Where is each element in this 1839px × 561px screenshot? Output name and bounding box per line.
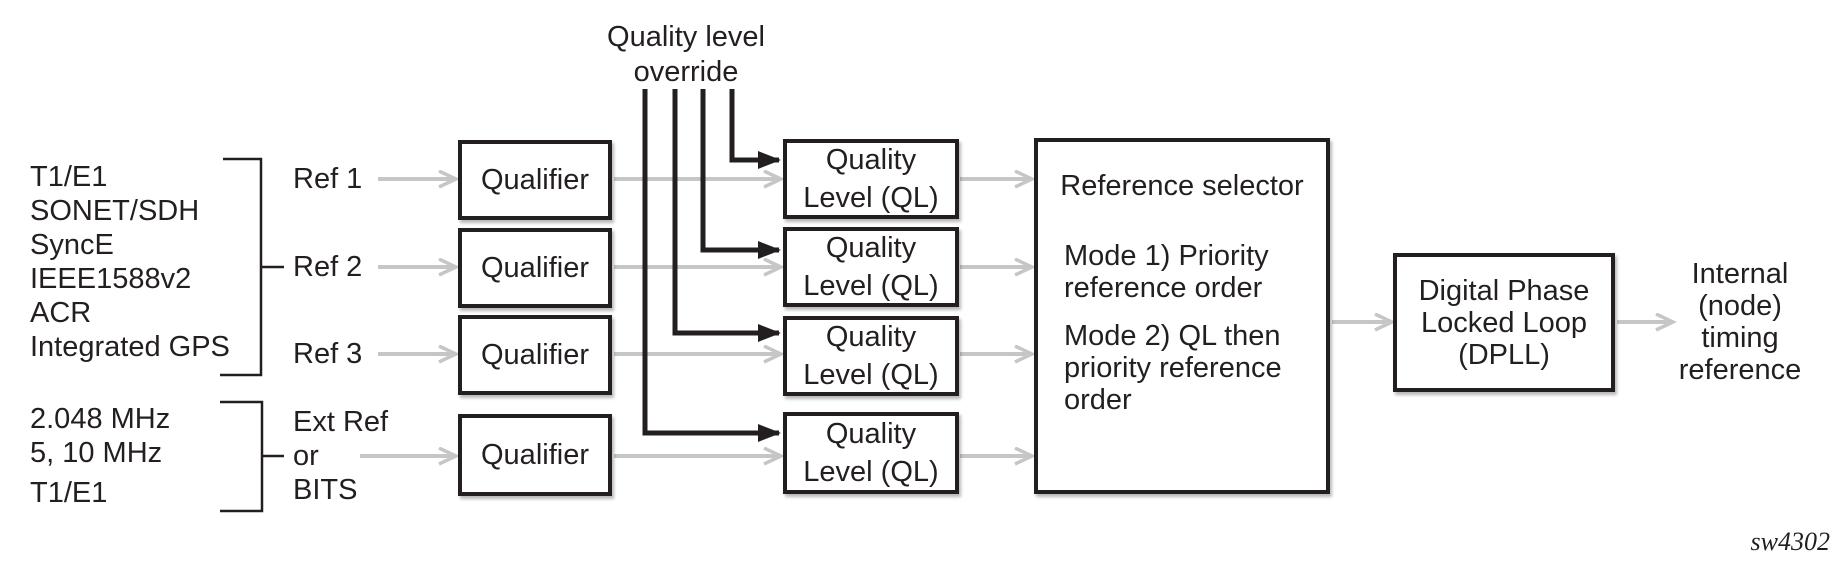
selector-title-line: Reference (1060, 170, 1195, 202)
output-label-line: Internal (1691, 258, 1789, 290)
input-sources-top-list: T1/E1 SONET/SDH SyncE IEEE1588v2 ACR Int… (30, 160, 230, 364)
ql-box-label-line: Level (QL) (803, 182, 939, 214)
quality-level4-box: Quality Level (QL) (783, 412, 959, 494)
ext-ref-label-line: Ext Ref (293, 406, 389, 438)
dpll-box-label-line: Locked Loop (1420, 306, 1588, 339)
selector-mode1-text: Mode 1) Priority reference order (1064, 240, 1269, 304)
qualifier2-box: Qualifier (458, 228, 612, 308)
ref-label-text: Ref 2 (293, 251, 363, 283)
quality-level2-box: Quality Level (QL) (783, 227, 959, 307)
gray-flow-arrows (360, 179, 1673, 456)
override-label-line: Quality level (607, 21, 765, 53)
ql-box-label-line: Quality (825, 232, 917, 264)
dpll-box-label-line: (DPLL) (1458, 338, 1550, 371)
input-source-item: IEEE1588v2 (30, 263, 192, 295)
figure-id-text: sw4302 (1750, 527, 1830, 556)
qualifier1-box: Qualifier (458, 140, 612, 220)
output-label-line: timing (1701, 322, 1779, 354)
qualifier-box-label: Qualifier (481, 338, 589, 371)
ref3-label: Ref 3 (293, 337, 362, 371)
input-source-item: SyncE (30, 229, 114, 261)
figure-id: sw4302 (1650, 528, 1830, 556)
override-arrow-to-ql1 (729, 89, 781, 169)
input-source-item: T1/E1 (30, 161, 108, 193)
bracket-line-references (220, 157, 284, 377)
selector-mode2-text: Mode 2) QL then priority reference order (1064, 320, 1282, 416)
ql-box-label-line: Level (QL) (803, 359, 939, 391)
ql-box-label-line: Level (QL) (803, 270, 939, 302)
input-source-item: Integrated GPS (30, 331, 230, 363)
output-label-line: reference (1678, 354, 1802, 386)
override-arrow-to-ql4 (642, 89, 781, 442)
input-source-item: 5, 10 MHz (30, 437, 163, 469)
reference-selector-title: Reference selector (1038, 170, 1326, 202)
ext-ref-label: Ext Ref or BITS (293, 405, 388, 507)
override-arrows (642, 89, 781, 442)
quality-level3-box: Quality Level (QL) (783, 316, 959, 396)
input-source-item: SONET/SDH (30, 195, 200, 227)
output-label-line: (node) (1698, 290, 1782, 322)
ref-label-text: Ref 3 (293, 338, 363, 370)
input-source-item: T1/E1 (30, 477, 108, 509)
ql-box-label-line: Quality (825, 144, 917, 176)
qualifier-box-label: Qualifier (481, 438, 589, 471)
ext-ref-label-line: BITS (293, 474, 358, 506)
input-source-item: ACR (30, 297, 92, 329)
input-source-item: 2.048 MHz (30, 403, 171, 435)
override-label-line: override (633, 56, 739, 88)
qualifier4-box: Qualifier (458, 414, 612, 496)
override-arrow-to-ql3 (672, 89, 781, 342)
dpll-box: Digital Phase Locked Loop (DPLL) (1393, 253, 1615, 392)
quality-level1-box: Quality Level (QL) (783, 139, 959, 219)
ql-box-label-line: Quality (825, 321, 917, 353)
output-label: Internal (node) timing reference (1640, 258, 1839, 386)
ql-box-label-line: Level (QL) (803, 456, 939, 488)
ql-box-label-line: Quality (825, 418, 917, 450)
override-arrow-to-ql2 (700, 89, 781, 259)
group-brackets (220, 157, 284, 513)
input-sources-bottom-list: 2.048 MHz 5, 10 MHz T1/E1 (30, 402, 170, 510)
override-label: Quality level override (536, 20, 836, 90)
qualifier-box-label: Qualifier (481, 251, 589, 284)
dpll-box-label-line: Digital Phase (1418, 274, 1590, 307)
ref2-label: Ref 2 (293, 250, 362, 284)
qualifier3-box: Qualifier (458, 315, 612, 395)
qualifier-box-label: Qualifier (481, 163, 589, 196)
ref1-label: Ref 1 (293, 162, 362, 196)
bracket-external-reference (220, 400, 284, 513)
ext-ref-label-line: or (293, 440, 319, 472)
reference-selector-box: Reference selector Mode 1) Priority refe… (1034, 138, 1330, 494)
selector-title-line: selector (1202, 170, 1304, 202)
ref-label-text: Ref 1 (293, 163, 363, 195)
